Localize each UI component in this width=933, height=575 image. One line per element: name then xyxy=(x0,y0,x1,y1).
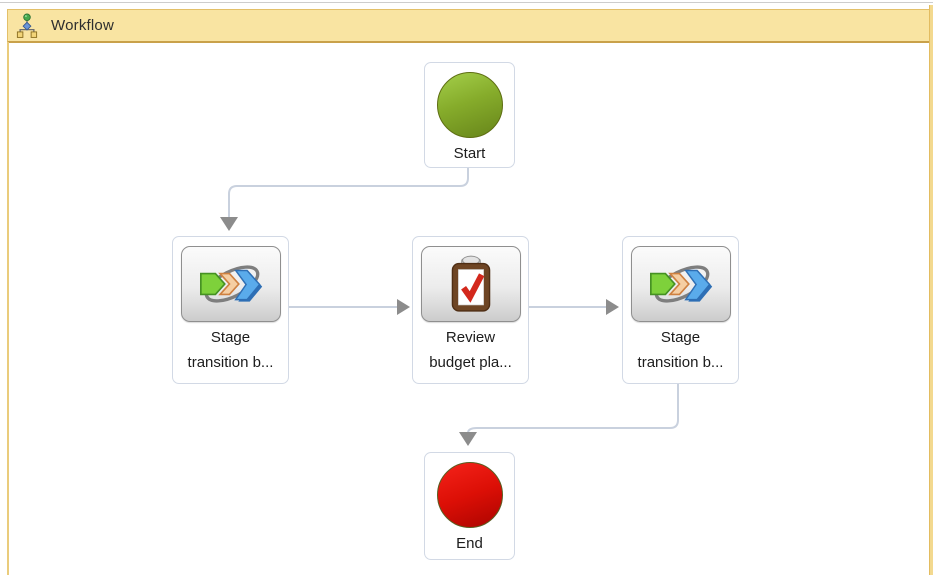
node-review-budget[interactable]: Review budget pla... xyxy=(412,236,529,384)
arrowhead-icon xyxy=(220,217,238,231)
node-label-line: transition b... xyxy=(637,354,724,371)
adjacent-panel-edge xyxy=(929,5,933,575)
node-label: Stage transition b... xyxy=(638,325,724,375)
connector-start-to-stage1 xyxy=(220,166,469,231)
node-label: Start xyxy=(453,145,486,162)
arrowhead-icon xyxy=(606,299,619,315)
end-event-circle-icon[interactable] xyxy=(436,462,503,528)
connector-review-to-stage2 xyxy=(528,299,619,315)
workflow-hierarchy-icon xyxy=(16,13,38,38)
clipboard-check-icon[interactable] xyxy=(420,246,521,322)
node-label: Review budget pla... xyxy=(429,325,512,375)
top-divider xyxy=(0,2,933,3)
panel-title: Workflow xyxy=(51,17,114,34)
arrowhead-icon xyxy=(459,432,477,446)
workflow-panel-header: Workflow xyxy=(7,9,932,43)
node-label: Stage transition b... xyxy=(188,325,274,375)
node-label: End xyxy=(456,535,483,552)
node-label-line: Review xyxy=(445,329,496,346)
node-label-line: transition b... xyxy=(187,354,274,371)
stage-transition-arrows-icon[interactable] xyxy=(630,246,731,322)
arrowhead-icon xyxy=(397,299,410,315)
node-label-line: Stage xyxy=(660,329,701,346)
panel-left-border xyxy=(7,42,9,575)
node-label-line: Stage xyxy=(210,329,251,346)
node-stage-transition-1[interactable]: Stage transition b... xyxy=(172,236,289,384)
node-stage-transition-2[interactable]: Stage transition b... xyxy=(622,236,739,384)
stage-transition-arrows-icon[interactable] xyxy=(180,246,281,322)
connector-stage1-to-review xyxy=(288,299,410,315)
node-end[interactable]: End xyxy=(424,452,515,560)
start-event-circle-icon[interactable] xyxy=(436,72,503,138)
connector-stage2-to-end xyxy=(459,383,679,446)
node-start[interactable]: Start xyxy=(424,62,515,168)
node-label-line: budget pla... xyxy=(429,354,512,371)
